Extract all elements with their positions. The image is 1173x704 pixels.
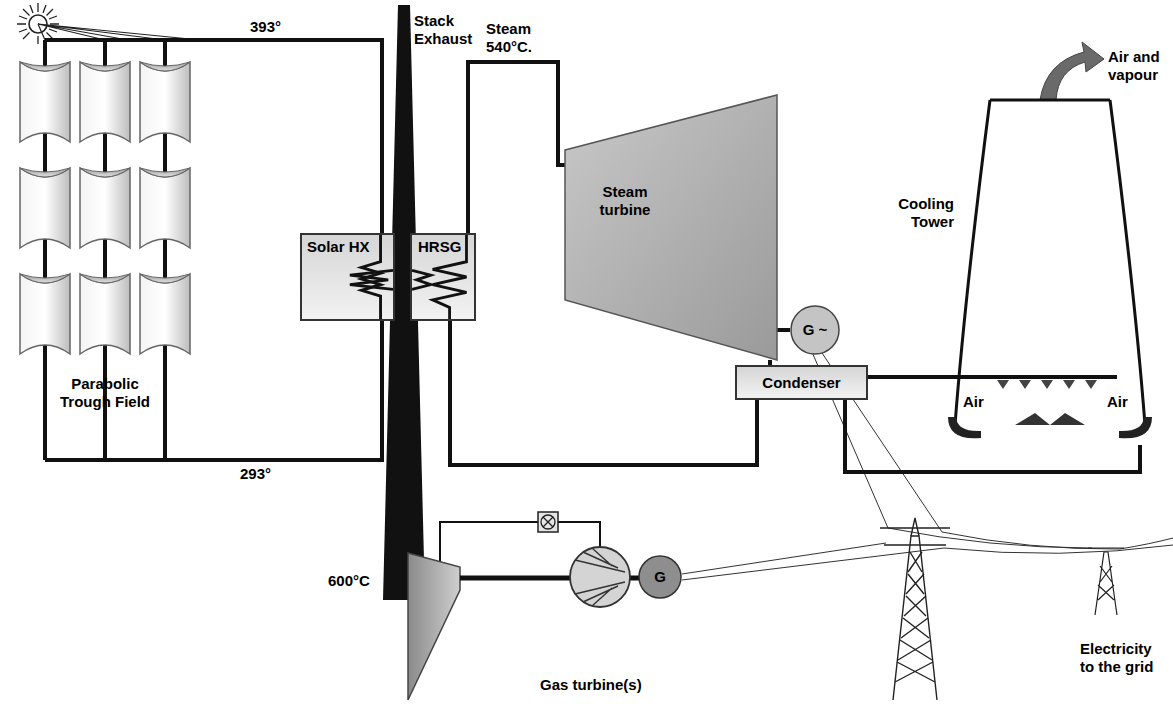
node-sublabel: Air <box>963 393 984 411</box>
drawing-part <box>350 270 393 289</box>
drawing-part <box>682 543 944 580</box>
text-slot: Air <box>1107 393 1128 411</box>
pylon <box>880 518 950 700</box>
node-label: Steam turbine <box>585 183 665 219</box>
node-shape <box>565 95 777 360</box>
label-slot: 600°C <box>328 572 370 590</box>
text-slot: Steam turbine <box>585 183 665 219</box>
sun <box>17 3 200 44</box>
drawing-part <box>565 95 777 360</box>
drawing-part <box>997 380 1097 389</box>
text-slot: Air <box>963 393 984 411</box>
label-slot: Gas turbine(s) <box>540 676 642 694</box>
diagram-label: Parabolic Trough Field <box>50 375 160 411</box>
drawing-part <box>639 556 681 598</box>
drawing-part <box>1088 548 1124 615</box>
combustor <box>538 512 558 532</box>
drawing-part <box>541 515 555 529</box>
diagram-label: Stack Exhaust <box>414 12 480 48</box>
heat-exchanger: Solar HX <box>300 233 395 321</box>
cooling-tower: Cooling TowerAirAir <box>945 95 1155 445</box>
drawing-part <box>893 536 937 700</box>
label-slot: Parabolic Trough Field <box>50 375 160 411</box>
node-label: Condenser <box>762 374 840 392</box>
label-slot: 393° <box>250 18 281 36</box>
label-slot: Steam 540°C. <box>486 20 561 56</box>
drawing-part <box>945 375 1117 379</box>
label-slot: Electricity to the grid <box>1080 640 1170 676</box>
drawing-part <box>570 547 630 607</box>
label-slot: 293° <box>240 465 271 483</box>
diagram-label: 600°C <box>328 572 370 590</box>
node-label: HRSG <box>418 238 461 256</box>
drawing-part <box>20 62 70 142</box>
generator-circle: G <box>638 555 682 599</box>
diagram-label: 393° <box>250 18 281 36</box>
drawing-part <box>80 62 130 142</box>
drawing-part <box>20 168 70 248</box>
drawing-part <box>140 274 190 354</box>
drawing-part <box>140 168 190 248</box>
node-label: G ~ <box>803 321 828 339</box>
gas-turbine-piping <box>440 522 600 562</box>
drawing-part <box>880 518 950 545</box>
drawing-part <box>888 528 1173 553</box>
drawing-part <box>140 62 190 142</box>
trough-pipes <box>45 40 382 460</box>
pipe-connector <box>395 268 410 272</box>
node-sublabel: Air <box>1107 393 1128 411</box>
generator-circle: G ~ <box>790 305 840 355</box>
drawing-part <box>80 168 130 248</box>
drawing-part <box>895 552 935 682</box>
drawing-part <box>575 548 625 606</box>
pylon-small <box>1088 548 1124 615</box>
pipe-connector <box>395 288 410 292</box>
condenser-box: Condenser <box>735 365 868 400</box>
node-label: G <box>654 568 666 586</box>
drawing-part <box>791 306 839 354</box>
drawing-part <box>38 24 200 40</box>
gas-turbine <box>408 553 460 700</box>
diagram-label: Electricity to the grid <box>1080 640 1170 676</box>
drawing-part <box>412 270 431 289</box>
drawing-part <box>80 274 130 354</box>
hrsg-box: HRSG <box>410 233 476 321</box>
drawing-part <box>440 522 600 562</box>
parabolic-troughs <box>20 62 190 354</box>
node-shape <box>945 95 1155 445</box>
pipe-connector <box>468 62 565 233</box>
pipe-connector <box>868 375 945 379</box>
drawing-part <box>1015 413 1085 425</box>
drawing-part <box>538 512 558 532</box>
drawing-part <box>948 417 1152 438</box>
diagram-label: Steam 540°C. <box>486 20 561 56</box>
text-slot: HRSG <box>418 238 461 256</box>
compressor <box>570 547 630 607</box>
drawing-part <box>17 3 59 44</box>
diagram-label: Gas turbine(s) <box>540 676 642 694</box>
node-label: Cooling Tower <box>898 195 954 231</box>
drawing-part <box>543 517 553 527</box>
text-slot: Cooling Tower <box>898 195 954 231</box>
text-slot: Solar HX <box>307 238 370 256</box>
node-label: Solar HX <box>307 238 370 256</box>
steam-turbine: Steam turbine <box>565 95 777 360</box>
drawing-part <box>20 274 70 354</box>
label-slot: Stack Exhaust <box>414 12 480 48</box>
pipe-connector <box>777 328 790 332</box>
diagram-label: Air and vapour <box>1108 48 1168 84</box>
diagram-label: 293° <box>240 465 271 483</box>
vapour-arrow <box>1040 42 1104 100</box>
pipe-connector <box>450 321 757 465</box>
label-slot: Air and vapour <box>1108 48 1168 84</box>
